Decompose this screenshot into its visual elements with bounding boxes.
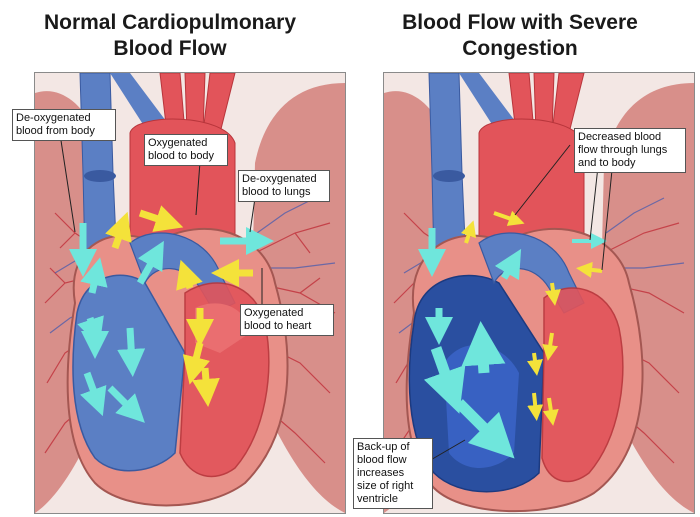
arrow-cyan-rv-large-3 <box>455 399 515 459</box>
callout-deoxy-body-l2: blood from body <box>16 125 95 137</box>
callout-backup-right-ventricle: Back-up of blood flow increases size of … <box>353 438 433 509</box>
arrow-yellow-from-lungs <box>576 261 603 278</box>
arrow-yellow-aorta-left <box>460 220 477 244</box>
deoxygenated-flow-arrows <box>69 223 274 423</box>
arrow-yellow-la <box>545 282 561 306</box>
arrow-cyan-rv-large-2 <box>461 321 506 374</box>
arrow-cyan-trunk <box>136 240 164 285</box>
arrow-yellow-la-up <box>176 259 203 291</box>
callout-deoxygenated-to-lungs: De-oxygenated blood to lungs <box>238 170 330 202</box>
title-normal-flow: Normal Cardiopulmonary Blood Flow <box>10 10 330 62</box>
callout-oxy-body-l2: blood to body <box>148 150 215 162</box>
arrow-cyan-trunk <box>494 248 522 281</box>
left-ventricle <box>541 287 624 483</box>
arrow-cyan-up <box>80 257 108 294</box>
callout-deoxy-lungs-l2: blood to lungs <box>242 186 311 198</box>
title-congestion-line-2: Congestion <box>462 37 578 60</box>
deoxygenated-flow-arrows <box>418 228 607 459</box>
callout-deoxy-lungs-l1: De-oxygenated <box>242 173 317 185</box>
oxygenated-flow-arrows <box>460 210 603 426</box>
arrow-yellow-aorta <box>493 210 525 226</box>
callout-oxy-heart-l2: blood to heart <box>244 320 312 332</box>
vena-cava-opening <box>433 170 465 182</box>
title-congestion: Blood Flow with Severe Congestion <box>360 10 680 62</box>
arrow-yellow-lv2 <box>191 367 220 407</box>
arrow-yellow-lv1 <box>542 332 559 361</box>
callout-decreased-l2: flow through lungs <box>578 144 668 156</box>
callout-decreased-blood-flow: Decreased blood flow through lungs and t… <box>574 128 686 173</box>
callout-backup-l3: increases <box>357 467 405 479</box>
callout-backup-l1: Back-up of <box>357 441 410 453</box>
arrow-yellow-lv1 <box>182 342 210 385</box>
arrow-yellow-lv2 <box>527 352 543 376</box>
arrow-yellow-aorta-left <box>105 211 132 250</box>
arrow-cyan-rv-large-1 <box>423 346 466 414</box>
arrow-cyan-rv2 <box>117 327 146 377</box>
arrow-yellow-lv3 <box>527 392 544 421</box>
title-normal-line-1: Normal Cardiopulmonary <box>43 11 297 34</box>
oxygenated-flow-arrows <box>105 205 253 407</box>
callout-oxygenated-to-body: Oxygenated blood to body <box>144 134 228 166</box>
congested-heart-illustration <box>383 72 695 514</box>
callout-oxy-heart-l1: Oxygenated <box>244 307 304 319</box>
title-normal-line-2: Blood Flow <box>113 37 227 60</box>
callout-decreased-l1: Decreased blood <box>578 131 662 143</box>
title-congestion-line-1: Blood Flow with Severe <box>402 11 638 34</box>
arrow-cyan-rv3 <box>107 385 145 423</box>
callout-backup-l5: ventricle <box>357 493 398 505</box>
arrow-cyan-rv1 <box>80 371 107 417</box>
callout-oxy-body-l1: Oxygenated <box>148 137 208 149</box>
callout-deoxy-body-l1: De-oxygenated <box>16 112 91 124</box>
callout-decreased-l3: and to body <box>578 157 636 169</box>
callout-backup-l4: size of right <box>357 480 414 492</box>
callout-deoxygenated-from-body: De-oxygenated blood from body <box>12 109 116 141</box>
vena-cava-opening <box>84 170 116 182</box>
arrow-yellow-aorta <box>138 205 184 232</box>
callout-oxygenated-to-heart: Oxygenated blood to heart <box>240 304 334 336</box>
congested-heart-svg <box>384 73 694 513</box>
callout-backup-l2: blood flow <box>357 454 407 466</box>
arrow-yellow-lv4 <box>542 397 559 426</box>
